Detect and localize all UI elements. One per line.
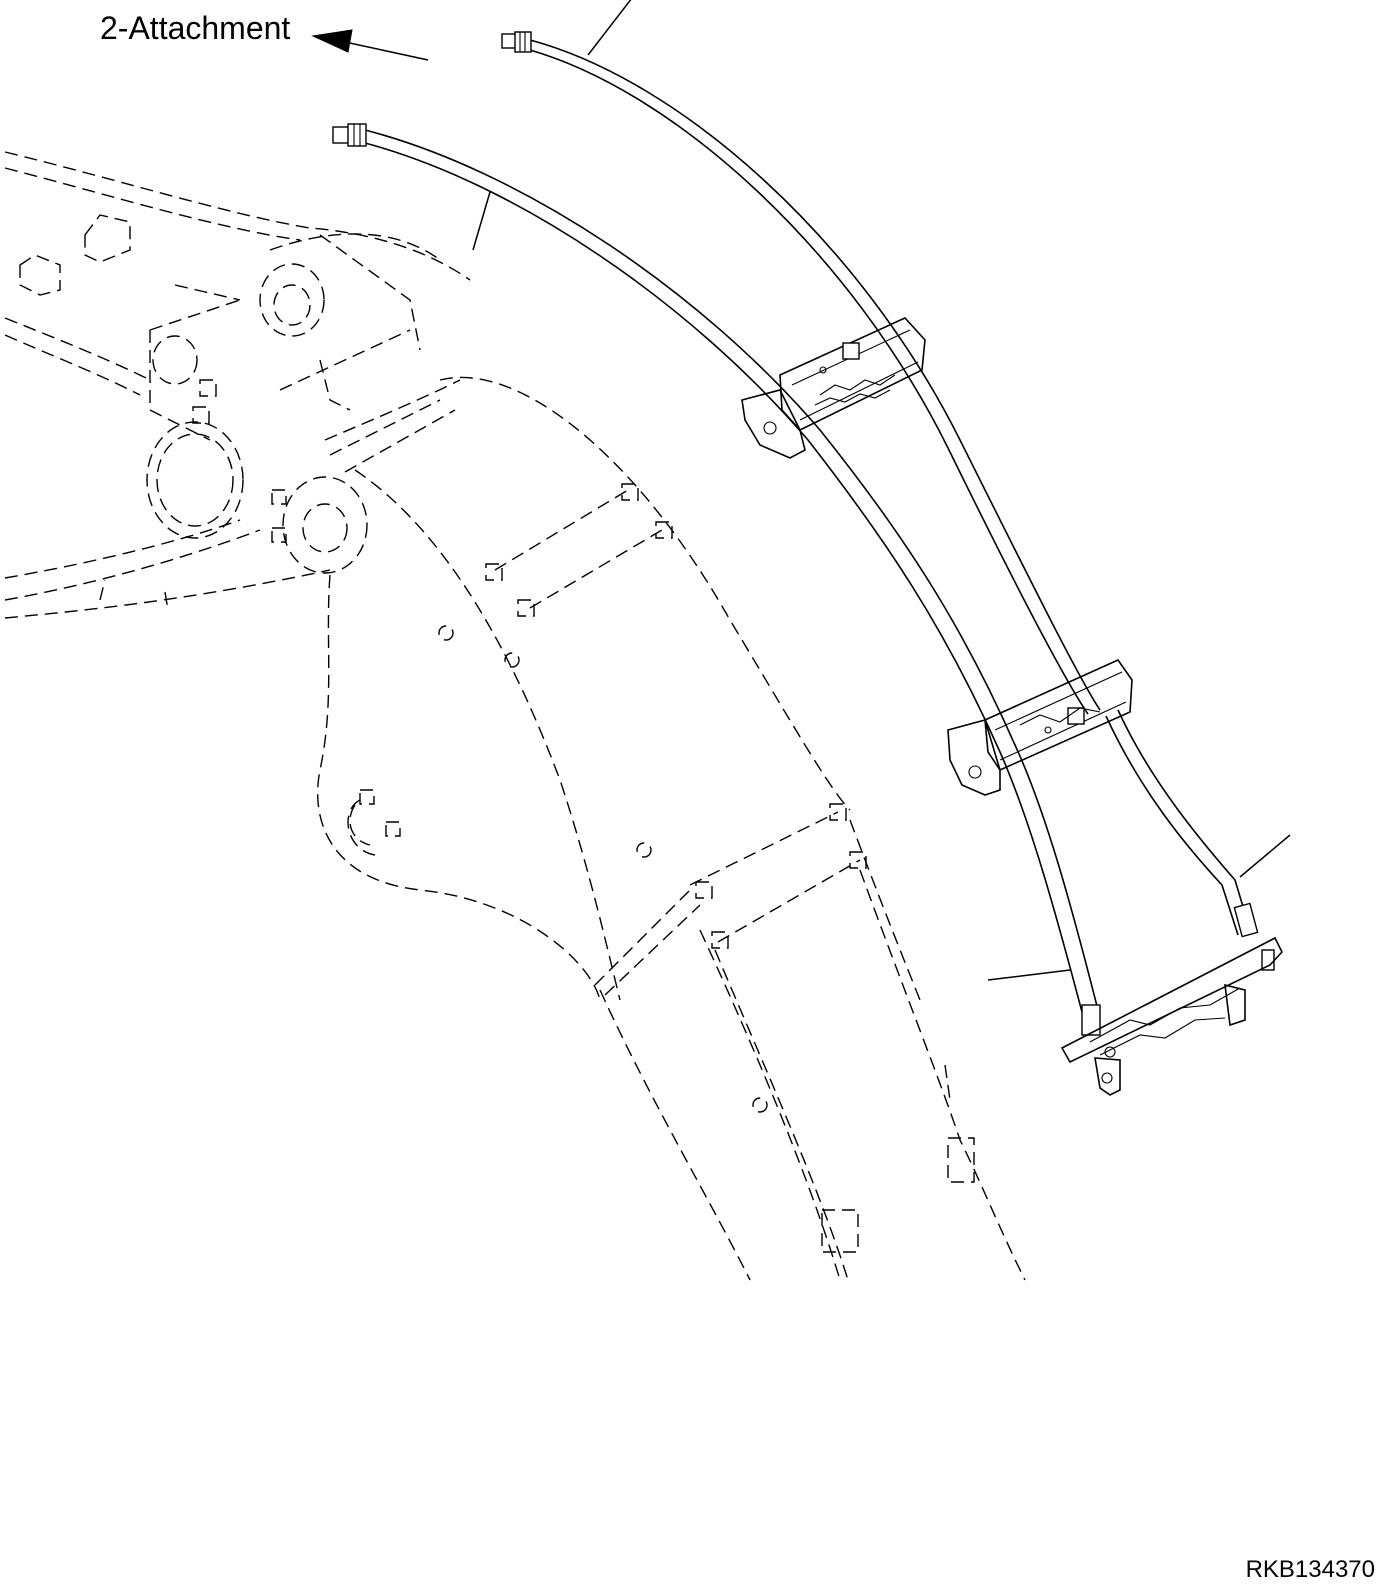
hose-assembly-lower bbox=[332, 123, 1101, 1036]
leader-hose-upper bbox=[587, 0, 632, 56]
direction-arrow bbox=[311, 29, 429, 61]
leader-lines bbox=[472, 0, 1291, 981]
clamp-upper bbox=[741, 317, 926, 459]
clamp-middle bbox=[947, 658, 1133, 796]
boom-structure bbox=[4, 151, 1026, 1281]
leader-hose-lower-end bbox=[987, 969, 1071, 981]
clamp-bottom bbox=[1060, 936, 1283, 1096]
leader-hose-lower bbox=[472, 191, 491, 251]
direction-label: 2-Attachment bbox=[100, 10, 291, 46]
drawing-number: RKB134370 bbox=[1245, 1556, 1375, 1583]
leader-hose-upper-end bbox=[1239, 834, 1291, 878]
hose-assembly-upper bbox=[501, 31, 1275, 971]
